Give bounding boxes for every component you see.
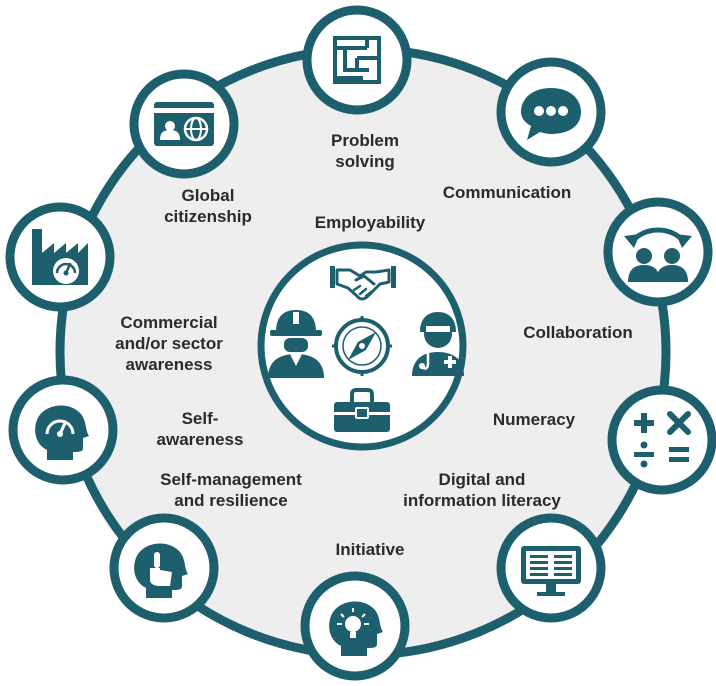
head-hand-icon bbox=[134, 543, 188, 598]
compass-icon bbox=[332, 316, 392, 376]
label-line: citizenship bbox=[164, 207, 252, 226]
label-line: and resilience bbox=[174, 491, 288, 510]
skill-node-digital-literacy bbox=[496, 513, 606, 623]
label-collaboration: Collaboration bbox=[498, 322, 658, 343]
label-global-citizenship: Global citizenship bbox=[138, 185, 278, 227]
maze-icon bbox=[333, 36, 381, 84]
skill-node-self-awareness bbox=[8, 375, 118, 485]
label-problem-solving: Problem solving bbox=[300, 130, 430, 172]
label-numeracy: Numeracy bbox=[474, 409, 594, 430]
label-self-awareness: Self- awareness bbox=[140, 408, 260, 450]
skill-node-problem-solving bbox=[302, 5, 412, 115]
label-line: Initiative bbox=[335, 540, 405, 559]
speech-bubble-icon bbox=[521, 88, 581, 140]
label-line: Self-management bbox=[160, 470, 302, 489]
label-line: information literacy bbox=[403, 491, 561, 510]
people-exchange-icon bbox=[624, 227, 692, 282]
label-line: Numeracy bbox=[492, 410, 576, 429]
id-card-globe-icon bbox=[154, 102, 214, 146]
skill-node-commercial-awareness bbox=[5, 202, 115, 312]
label-self-management: Self-management and resilience bbox=[131, 469, 331, 511]
skill-icons bbox=[5, 5, 716, 681]
skill-node-self-management bbox=[109, 513, 219, 623]
label-line: solving bbox=[335, 152, 395, 171]
skill-node-communication bbox=[496, 57, 606, 167]
label-line: Digital and bbox=[438, 470, 526, 489]
label-line: Commercial bbox=[120, 313, 218, 332]
center-title: Employability bbox=[314, 213, 426, 232]
doctor-icon bbox=[412, 312, 464, 376]
skill-node-numeracy bbox=[607, 385, 716, 495]
label-line: and/or sector bbox=[115, 334, 223, 353]
skill-circle bbox=[607, 385, 716, 495]
monitor-icon bbox=[521, 546, 581, 596]
skill-circle bbox=[603, 197, 713, 307]
label-line: Collaboration bbox=[523, 323, 633, 342]
label-line: Problem bbox=[330, 131, 400, 150]
factory-gauge-icon bbox=[32, 229, 88, 285]
label-line: awareness bbox=[156, 430, 244, 449]
skill-node-global-citizenship bbox=[129, 69, 239, 179]
label-digital-literacy: Digital and information literacy bbox=[371, 469, 593, 511]
label-initiative: Initiative bbox=[310, 539, 430, 560]
label-line: Self- bbox=[181, 409, 219, 428]
math-symbols-icon bbox=[634, 411, 691, 468]
label-communication: Communication bbox=[417, 182, 597, 203]
head-gauge-icon bbox=[35, 405, 89, 460]
label-line: awareness bbox=[125, 355, 213, 374]
skill-node-collaboration bbox=[603, 197, 713, 307]
label-line: Communication bbox=[442, 183, 572, 202]
skill-node-initiative bbox=[300, 571, 410, 681]
head-lightbulb-icon bbox=[329, 601, 383, 656]
toolbox-icon bbox=[334, 388, 390, 432]
handshake-icon bbox=[330, 266, 396, 301]
worker-icon bbox=[268, 310, 324, 378]
label-commercial-awareness: Commercial and/or sector awareness bbox=[94, 312, 244, 375]
label-line: Global bbox=[181, 186, 235, 205]
